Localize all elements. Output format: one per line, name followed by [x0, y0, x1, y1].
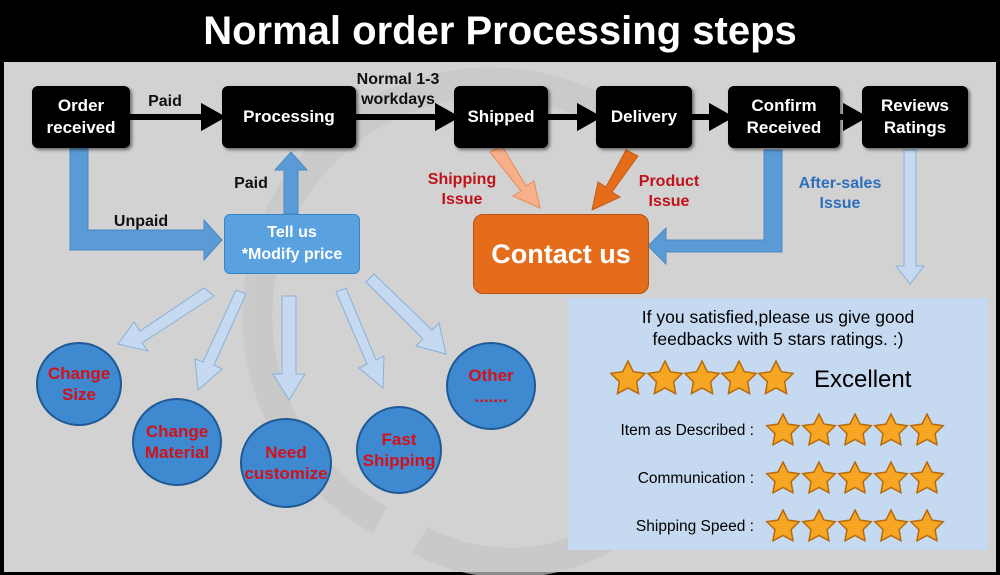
label-paid-up: Paid [234, 175, 268, 192]
label-product-issue: Product Issue [638, 173, 700, 210]
light-arrows [117, 149, 926, 401]
star-icon [646, 360, 684, 395]
star-icon [720, 360, 758, 395]
feedback-message: If you satisfied,please us give good fee… [641, 307, 915, 349]
shipping-issue-arrow [489, 145, 541, 209]
star-icon [837, 461, 873, 495]
rating-label-communication: Communication : [637, 470, 754, 487]
node-tell-us: Tell us *Modify price [224, 214, 360, 274]
label-normal-workdays: Normal 1-3 workdays [356, 71, 440, 108]
star-icon [609, 360, 647, 395]
label-paid-top: Paid [148, 93, 182, 110]
product-issue-arrow [591, 149, 639, 211]
label-after-sales-issue: After-sales Issue [798, 175, 882, 212]
star-icon [801, 413, 837, 447]
star-icon [757, 360, 795, 395]
feedback-panel: If you satisfied,please us give good fee… [568, 298, 988, 550]
star-icon [801, 461, 837, 495]
overall-stars [609, 360, 795, 395]
star-icon [837, 413, 873, 447]
star-icon [873, 461, 909, 495]
star-icon [909, 509, 945, 543]
node-confirm-received: Confirm Received [728, 86, 840, 148]
label-shipping-issue: Shipping Issue [427, 171, 497, 208]
option-need-customize: Need customize [240, 418, 332, 508]
star-icon [765, 461, 801, 495]
star-icon [909, 413, 945, 447]
page-title: Normal order Processing steps [203, 9, 797, 53]
option-fast-shipping: Fast Shipping [356, 406, 442, 494]
star-icon [765, 509, 801, 543]
node-order-received: Order received [32, 86, 130, 148]
rating-stars-communication [765, 461, 945, 495]
node-shipped: Shipped [454, 86, 548, 148]
node-reviews-ratings: Reviews Ratings [862, 86, 968, 148]
rating-label-item: Item as Described : [620, 422, 754, 439]
label-unpaid: Unpaid [113, 213, 169, 230]
rating-label-shipping-speed: Shipping Speed : [635, 518, 754, 535]
star-icon [909, 461, 945, 495]
star-icon [765, 413, 801, 447]
node-contact-us: Contact us [473, 214, 649, 294]
option-other: Other ....... [446, 342, 536, 430]
star-icon [683, 360, 721, 395]
main-flow-arrows [130, 102, 869, 132]
star-icon [873, 413, 909, 447]
excellent-label: Excellent [814, 366, 912, 393]
option-change-material: Change Material [132, 398, 222, 486]
node-processing: Processing [222, 86, 356, 148]
rating-stars-shipping-speed [765, 509, 945, 543]
node-delivery: Delivery [596, 86, 692, 148]
option-change-size: Change Size [36, 342, 122, 426]
star-icon [801, 509, 837, 543]
rating-stars-item [765, 413, 945, 447]
blue-arrows [69, 147, 783, 266]
star-icon [837, 509, 873, 543]
star-icon [873, 509, 909, 543]
